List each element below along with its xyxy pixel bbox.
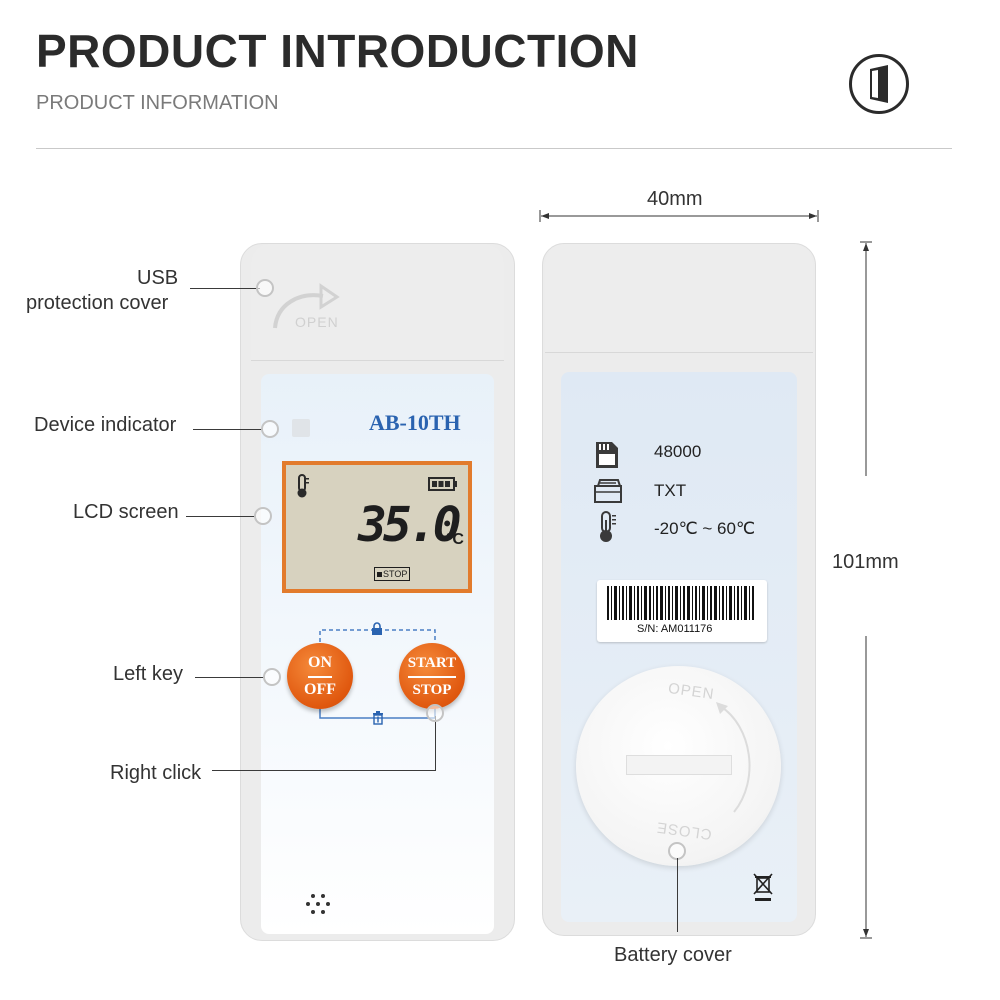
right-click-leader-horizontal — [212, 770, 436, 771]
page-subtitle: PRODUCT INFORMATION — [36, 92, 279, 114]
back-cap — [545, 244, 813, 353]
left-key-callout-dot — [263, 668, 281, 686]
indicator-leader-line — [193, 429, 263, 430]
buzzer-holes — [306, 894, 330, 914]
lcd-screen-label: LCD screen — [73, 501, 179, 523]
trash-icon — [373, 711, 383, 725]
recycle-bin-crossed-icon — [753, 873, 773, 901]
thermometer-icon — [297, 474, 309, 498]
device-indicator-label: Device indicator — [34, 414, 177, 436]
open-arrow-icon — [273, 283, 340, 329]
battery-cover-label: Battery cover — [614, 944, 732, 966]
device-indicator-light — [292, 419, 310, 437]
usb-label-line1: USB — [137, 267, 179, 289]
right-key-start-stop[interactable]: START STOP — [399, 643, 465, 709]
lcd-callout-dot — [254, 507, 272, 525]
usb-leader-line — [190, 288, 260, 289]
height-dimension-arrow — [860, 241, 872, 939]
usb-callout-dot — [256, 279, 274, 297]
width-dimension-arrow — [539, 210, 819, 222]
thermometer-spec-icon — [600, 511, 616, 542]
right-click-label: Right click — [110, 762, 202, 784]
battery-cover-slot — [626, 755, 732, 775]
lcd-leader-line — [186, 516, 256, 517]
right-click-leader-vertical — [435, 716, 436, 771]
folder-icon — [594, 479, 622, 503]
right-click-callout-dot — [426, 704, 444, 722]
serial-barcode-label: S/N: AM011176 — [597, 580, 767, 642]
door-icon — [849, 54, 909, 114]
lcd-unit: °C — [446, 531, 464, 548]
header-divider — [36, 148, 952, 149]
lcd-status: STOP — [374, 567, 411, 581]
height-dimension-value: 101mm — [832, 551, 899, 573]
format-value: TXT — [654, 481, 687, 500]
left-key-on-off[interactable]: ON OFF — [287, 643, 353, 709]
temperature-range-value: -20℃ ~ 60℃ — [654, 519, 756, 538]
battery-icon — [428, 477, 457, 491]
usb-label-line2: protection cover — [26, 292, 169, 314]
capacity-value: 48000 — [654, 442, 702, 461]
lcd-status-text: STOP — [383, 569, 408, 579]
lcd-screen: 35.0 °C STOP — [282, 461, 472, 593]
indicator-callout-dot — [261, 420, 279, 438]
right-key-top-label: START — [407, 651, 457, 678]
left-key-bottom-label: OFF — [304, 680, 336, 698]
serial-number: S/N: AM011176 — [637, 623, 713, 635]
width-dimension-value: 40mm — [647, 188, 703, 210]
sd-card-icon — [596, 442, 618, 468]
model-name: AB-10TH — [369, 410, 461, 435]
cap-open-text: OPEN — [295, 314, 339, 330]
lcd-temperature-value: 35.0 — [358, 497, 462, 553]
page-title: PRODUCT INTRODUCTION — [36, 25, 639, 77]
cover-rotate-arrow — [716, 702, 751, 813]
left-key-label: Left key — [113, 663, 184, 685]
lock-icon — [372, 622, 382, 635]
battery-leader-line — [677, 858, 678, 932]
right-key-bottom-label: STOP — [412, 681, 452, 698]
usb-protection-cover — [251, 244, 504, 361]
left-key-leader-line — [195, 677, 265, 678]
left-key-top-label: ON — [308, 651, 332, 678]
barcode — [607, 586, 754, 620]
